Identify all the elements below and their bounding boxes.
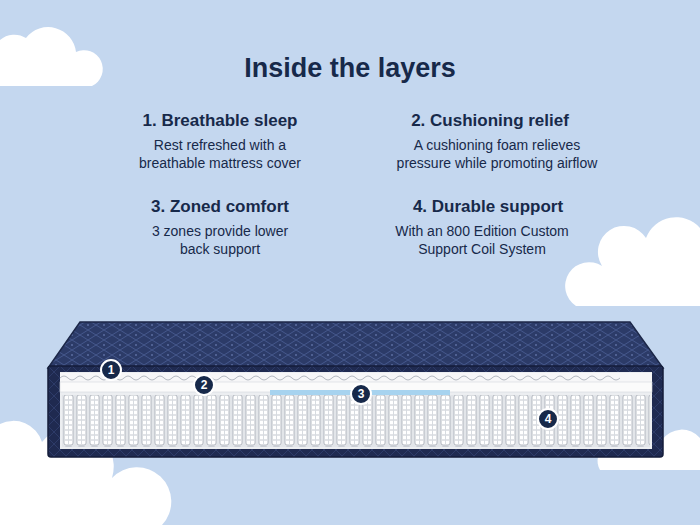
section-text: With an 800 Edition Custom Support Coil …: [381, 222, 583, 258]
callout-text: 4: [545, 413, 552, 425]
callout-number: 3: [350, 383, 372, 405]
section-heading: 2. Cushioning relief: [360, 111, 620, 131]
cloud: [565, 217, 700, 306]
mattress-side: [48, 366, 663, 457]
callout-number: 4: [537, 408, 559, 430]
section-heading: 3. Zoned comfort: [90, 197, 350, 217]
diagram-title: Inside the layers: [100, 53, 600, 84]
callout-number: 1: [100, 359, 122, 381]
callout-number: 2: [193, 374, 215, 396]
section-text: 3 zones provide lower back support: [144, 222, 296, 258]
section-text: Rest refreshed with a breathable mattres…: [131, 136, 309, 172]
callout-text: 2: [201, 379, 208, 391]
mattress-top: [48, 322, 663, 368]
cutaway: [60, 372, 652, 449]
cover-texture: [60, 376, 620, 380]
cover-layer: [60, 373, 652, 382]
callout-text: 3: [358, 388, 365, 400]
section-heading: 1. Breathable sleep: [90, 111, 350, 131]
cloud: [0, 27, 103, 86]
section-heading: 4. Durable support: [358, 197, 618, 217]
callout-text: 1: [108, 364, 115, 376]
section-text: A cushioning foam relieves pressure whil…: [390, 136, 604, 172]
